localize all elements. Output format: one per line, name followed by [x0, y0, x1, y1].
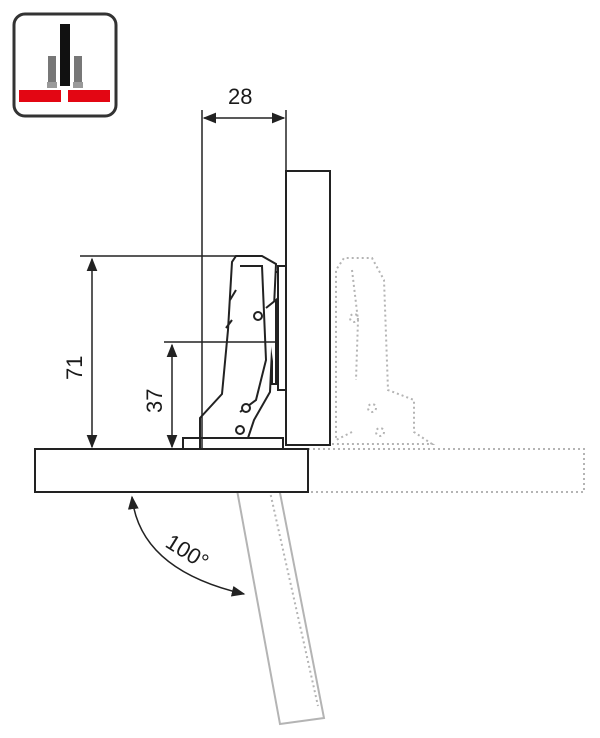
- overlay-hinge-mounting-icon: [12, 12, 118, 118]
- opening-angle-arc: [127, 495, 246, 597]
- hinge-arm: [199, 255, 278, 439]
- dimension-height-total: [80, 255, 240, 449]
- dimension-height-partial: [164, 341, 276, 449]
- cabinet-door: [285, 170, 331, 446]
- dimension-width: [201, 110, 287, 449]
- mounting-plate: [182, 437, 284, 450]
- dimension-height-total-label: 71: [62, 356, 87, 380]
- ghost-cabinet-panel: [307, 257, 585, 493]
- dimension-height-partial-label: 37: [142, 389, 167, 413]
- dimension-width-label: 28: [228, 84, 252, 109]
- opening-angle-label: 100°: [161, 529, 213, 574]
- cabinet-side-panel: [34, 448, 309, 493]
